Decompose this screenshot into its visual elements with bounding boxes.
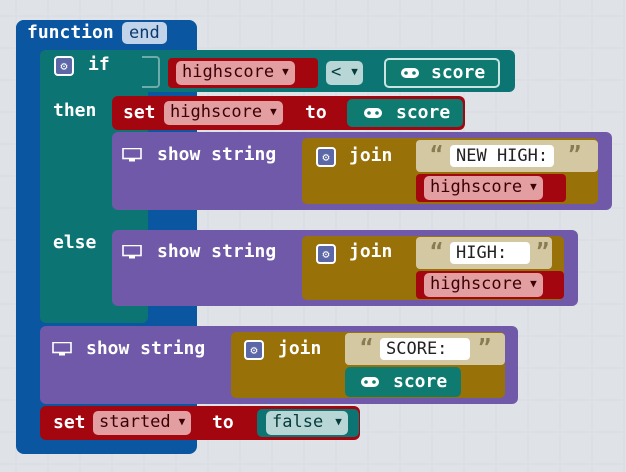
then-set-variable: highscore	[170, 102, 263, 122]
else-join-text-field[interactable]: HIGH:	[450, 242, 530, 264]
operator-value: <	[331, 62, 342, 82]
else-join-gear-icon[interactable]: ⚙	[316, 244, 336, 264]
else-label: else	[53, 232, 97, 253]
open-quote-icon: “	[360, 336, 374, 361]
else-join-variable-dropdown[interactable]: highscore ▼	[424, 273, 543, 297]
then-set-value-label: score	[396, 102, 451, 123]
score-show-string-label: show string	[86, 338, 206, 359]
condition-slot	[142, 56, 160, 88]
condition-left-variable-dropdown[interactable]: highscore ▼	[176, 61, 295, 85]
score-join-value-label: score	[393, 371, 448, 392]
dropdown-arrow-icon: ▼	[530, 277, 537, 290]
then-join-gear-icon[interactable]: ⚙	[316, 147, 336, 167]
else-join-label: join	[349, 241, 393, 262]
then-set-variable-dropdown[interactable]: highscore ▼	[164, 101, 283, 125]
dropdown-arrow-icon: ▼	[270, 105, 277, 118]
set-started-to-label: to	[212, 412, 234, 433]
then-join-variable: highscore	[430, 177, 523, 197]
close-quote-icon: ”	[536, 240, 550, 265]
close-quote-icon: ”	[478, 336, 492, 361]
if-label: if	[88, 54, 110, 75]
open-quote-icon: “	[430, 240, 444, 265]
then-set-label: set	[123, 102, 156, 123]
then-join-label: join	[349, 145, 393, 166]
close-quote-icon: ”	[568, 143, 582, 168]
gamepad-icon	[361, 377, 379, 387]
dropdown-arrow-icon: ▼	[530, 180, 537, 193]
dropdown-arrow-icon: ▼	[282, 65, 289, 78]
if-gear-icon[interactable]: ⚙	[54, 56, 74, 76]
score-join-label: join	[278, 338, 322, 359]
dropdown-arrow-icon: ▼	[351, 65, 358, 78]
then-join-variable-dropdown[interactable]: highscore ▼	[424, 176, 543, 200]
set-started-variable: started	[99, 412, 171, 432]
gamepad-icon	[364, 108, 382, 118]
then-join-text-field[interactable]: NEW HIGH:	[450, 145, 555, 167]
score-join-gear-icon[interactable]: ⚙	[244, 340, 264, 360]
monitor-icon	[52, 342, 72, 356]
condition-score-label: score	[431, 62, 486, 83]
open-quote-icon: “	[430, 143, 444, 168]
function-name-field[interactable]: end	[122, 22, 167, 44]
then-set-to-label: to	[305, 102, 327, 123]
dropdown-arrow-icon: ▼	[178, 415, 186, 428]
score-join-text-field[interactable]: SCORE:	[380, 338, 470, 360]
dropdown-arrow-icon: ▼	[335, 415, 342, 428]
set-started-value-dropdown[interactable]: false ▼	[266, 411, 348, 435]
function-keyword: function	[27, 22, 114, 43]
then-show-string-label: show string	[157, 144, 277, 165]
then-label: then	[53, 100, 97, 121]
monitor-icon	[122, 245, 142, 259]
operator-dropdown[interactable]: <▼	[326, 61, 363, 85]
set-started-variable-dropdown[interactable]: started ▼	[93, 411, 192, 435]
set-started-label: set	[53, 412, 86, 433]
else-join-variable: highscore	[430, 274, 523, 294]
gamepad-icon	[401, 68, 419, 78]
condition-left-variable: highscore	[182, 62, 275, 82]
set-started-value: false	[272, 412, 324, 432]
else-show-string-label: show string	[157, 241, 277, 262]
monitor-icon	[122, 148, 142, 162]
